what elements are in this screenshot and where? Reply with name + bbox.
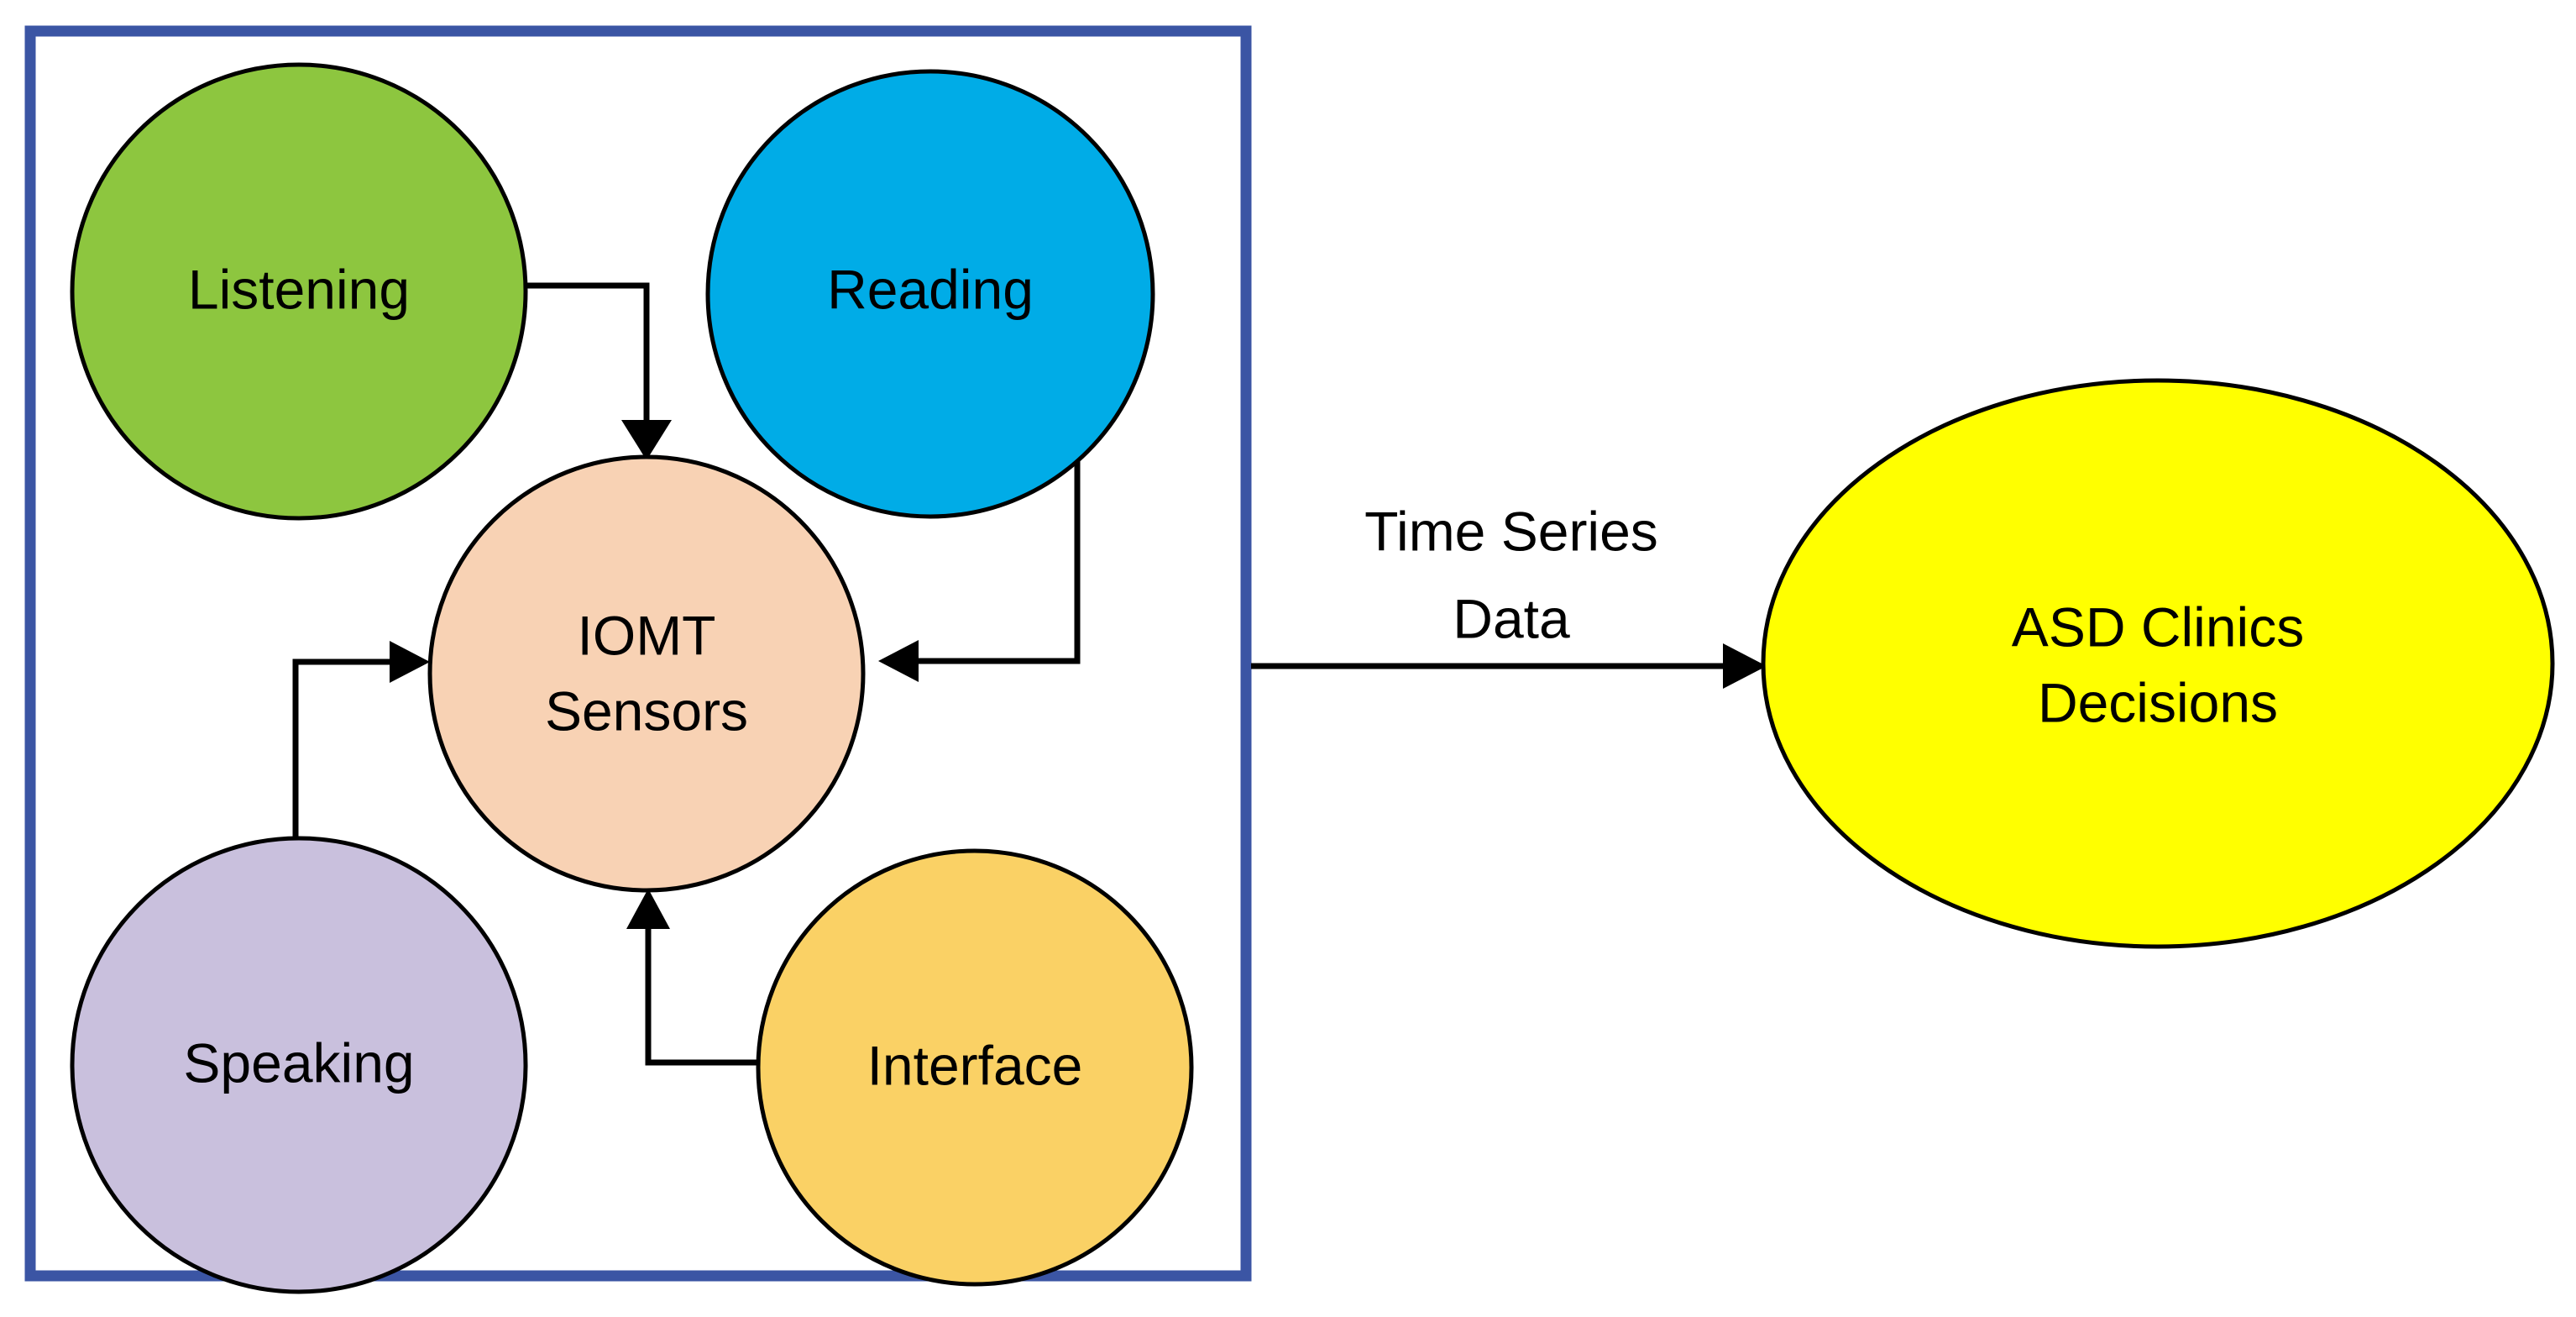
edge-iomt-to-asd-arrowhead [1723,643,1767,689]
node-iomt-sensors-label-line2: Sensors [545,679,748,742]
node-asd-clinics-decisions-ellipse[interactable] [1761,378,2555,949]
node-asd-clinics-decisions-label-line2: Decisions [2038,671,2278,733]
node-listening-circle[interactable] [70,62,528,521]
edge-reading-to-iomt-line [892,454,1081,664]
node-interface-circle[interactable] [756,848,1194,1287]
group-frame-border [24,25,1252,1282]
edge-interface-to-iomt-line [645,916,806,1066]
node-interface-label: Interface [867,1034,1083,1096]
node-speaking-circle[interactable] [70,836,528,1294]
node-speaking[interactable]: Speaking [70,836,528,1294]
node-listening-label: Listening [188,258,410,320]
edge-reading-to-iomt-arrowhead [878,640,919,682]
edge-interface-to-iomt-arrowhead [626,889,670,929]
node-interface[interactable]: Interface [756,848,1194,1287]
node-speaking-label: Speaking [183,1031,414,1094]
edge-speaking-to-iomt [292,641,430,840]
edge-speaking-to-iomt-arrowhead [390,641,430,683]
edge-iomt-to-asd-label-line2: Data [1453,587,1570,649]
node-iomt-sensors[interactable]: IOMT Sensors [427,454,866,893]
node-asd-clinics-decisions-label-line1: ASD Clinics [2012,596,2304,658]
edge-listening-to-iomt-line [521,282,650,433]
edge-speaking-to-iomt-line [292,658,403,840]
edge-iomt-to-asd: Time Series Data [1251,500,1767,689]
edge-listening-to-iomt [521,282,672,460]
edge-reading-to-iomt [878,454,1081,682]
edge-iomt-to-asd-label-line1: Time Series [1364,500,1658,562]
node-reading[interactable]: Reading [705,69,1155,519]
edge-interface-to-iomt [626,889,806,1066]
edge-listening-to-iomt-arrowhead [621,420,672,460]
node-reading-circle[interactable] [705,69,1155,519]
node-iomt-sensors-label-line1: IOMT [578,604,716,666]
node-reading-label: Reading [827,258,1034,320]
node-iomt-sensors-circle[interactable] [427,454,866,893]
node-listening[interactable]: Listening [70,62,528,521]
node-asd-clinics-decisions[interactable]: ASD Clinics Decisions [1761,378,2555,949]
